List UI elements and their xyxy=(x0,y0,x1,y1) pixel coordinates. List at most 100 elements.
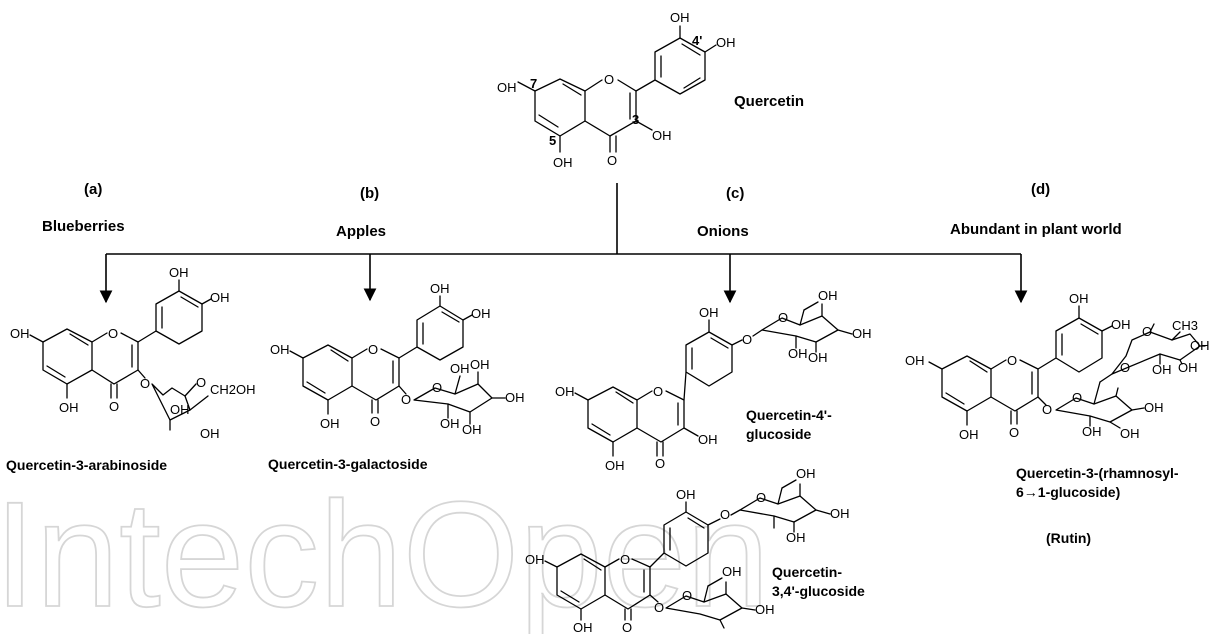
b-sugar-oh-1: OH xyxy=(440,416,460,431)
position-5: 5 xyxy=(549,133,556,148)
position-7: 7 xyxy=(530,76,537,91)
b-glycosidic-oxygen: O xyxy=(401,392,411,407)
c2-sugar1-oh-3: OH xyxy=(786,530,806,545)
branch-c-compound2-line1: Quercetin- xyxy=(772,564,842,580)
d-ch3: CH3 xyxy=(1172,318,1198,333)
c1-oh-7: OH xyxy=(555,384,575,399)
a-oh-3prime: OH xyxy=(169,265,189,280)
branch-d-alias: (Rutin) xyxy=(1046,530,1091,546)
branch-b-source: Apples xyxy=(336,223,386,240)
b-sugar-oh-4: OH xyxy=(470,357,490,372)
c1-oh-3: OH xyxy=(698,432,718,447)
branch-connectors xyxy=(99,183,1028,304)
b-ring-oxygen: O xyxy=(368,342,378,357)
d-ring-oxygen: O xyxy=(1007,353,1017,368)
d-glycosidic-oxygen: O xyxy=(1042,402,1052,417)
position-4prime: 4' xyxy=(692,33,702,48)
c1-glycosidic-oxygen: O xyxy=(742,332,752,347)
structure-b: O O OH OH OH OH O O OH OH OH OH OH xyxy=(270,281,525,437)
structure-a: O O OH OH OH OH O O CH2OH OH OH xyxy=(10,265,256,441)
branch-a-letter: (a) xyxy=(84,181,102,198)
c1-carbonyl-oxygen: O xyxy=(655,456,665,471)
watermark: IntechOpen xyxy=(0,470,770,634)
branch-c-source: Onions xyxy=(697,223,749,240)
d-rha-oh-3: OH xyxy=(1152,362,1172,377)
branch-d-compound-line1: Quercetin-3-(rhamnosyl- xyxy=(1016,465,1179,481)
c2-glycosidic-oxygen-3: O xyxy=(654,600,664,615)
b-sugar-oh-3: OH xyxy=(505,390,525,405)
b-oh-7: OH xyxy=(270,342,290,357)
c2-oh-5: OH xyxy=(573,620,593,634)
d-linker-oxygen: O xyxy=(1120,360,1130,375)
branch-c-compound2-line2: 3,4'-glucoside xyxy=(772,583,865,599)
a-glycosidic-oxygen: O xyxy=(140,376,150,391)
c1-ring-oxygen: O xyxy=(653,384,663,399)
d-glc-oh-2: OH xyxy=(1082,424,1102,439)
a-sugar-oxygen: O xyxy=(196,375,206,390)
a-oh-5: OH xyxy=(59,400,79,415)
d-rhamnose-oxygen: O xyxy=(1142,324,1152,339)
atom-oh-5: OH xyxy=(553,155,573,170)
d-glc-oh-3: OH xyxy=(1120,426,1140,441)
c2-glycosidic-oxygen-4prime: O xyxy=(720,507,730,522)
branch-c-compound-line1: Quercetin-4'- xyxy=(746,407,832,423)
d-oh-5: OH xyxy=(959,427,979,442)
parent-name: Quercetin xyxy=(734,93,804,110)
b-oh-3prime: OH xyxy=(430,281,450,296)
branch-c-compound-line2: glucoside xyxy=(746,426,812,442)
atom-ring-oxygen: O xyxy=(604,72,614,87)
structure-d: O O OH OH OH OH O O O O CH3 OH OH OH OH … xyxy=(905,291,1209,442)
d-rha-oh-2: OH xyxy=(1178,360,1198,375)
c1-oh-5: OH xyxy=(605,458,625,473)
c1-sugar-oh-6: OH xyxy=(818,288,838,303)
c2-sugar1-oxygen: O xyxy=(756,490,766,505)
branch-a-source: Blueberries xyxy=(42,218,125,235)
branch-c-letter: (c) xyxy=(726,185,744,202)
d-oh-7: OH xyxy=(905,353,925,368)
c2-ring-oxygen: O xyxy=(620,552,630,567)
structure-c2: O O OH OH OH O O O O OH OH OH OH OH xyxy=(525,466,850,634)
branch-d-compound-line2: 6→1-glucoside) xyxy=(1016,484,1120,500)
atom-oh-3prime: OH xyxy=(670,10,690,25)
a-oh-4prime: OH xyxy=(210,290,230,305)
a-ring-oxygen: O xyxy=(108,326,118,341)
d-glc-oh-4: OH xyxy=(1144,400,1164,415)
d-oh-3prime: OH xyxy=(1069,291,1089,306)
a-oh-7: OH xyxy=(10,326,30,341)
b-sugar-oxygen: O xyxy=(432,380,442,395)
c1-sugar-oh-3: OH xyxy=(808,350,828,365)
branch-b-letter: (b) xyxy=(360,185,379,202)
branch-b-compound: Quercetin-3-galactoside xyxy=(268,456,428,472)
b-sugar-oh-6: OH xyxy=(450,361,470,376)
atom-oh-7: OH xyxy=(497,80,517,95)
c1-sugar-oh-2: OH xyxy=(788,346,808,361)
c2-sugar2-oxygen: O xyxy=(682,588,692,603)
d-carbonyl-oxygen: O xyxy=(1009,425,1019,440)
atom-oh-4prime: OH xyxy=(716,35,736,50)
b-oh-4prime: OH xyxy=(471,306,491,321)
b-sugar-oh-2: OH xyxy=(462,422,482,437)
c2-sugar1-oh-6: OH xyxy=(796,466,816,481)
b-carbonyl-oxygen: O xyxy=(370,414,380,429)
c2-carbonyl-oxygen: O xyxy=(622,620,632,634)
atom-carbonyl-oxygen: O xyxy=(607,153,617,168)
c2-oh-7: OH xyxy=(525,552,545,567)
c2-sugar2-oh-6: OH xyxy=(722,564,742,579)
structure-c1: O O OH OH OH OH O O OH OH OH OH xyxy=(555,288,872,473)
a-ch2oh: CH2OH xyxy=(210,382,256,397)
atom-oh-3: OH xyxy=(652,128,672,143)
branch-d-source: Abundant in plant world xyxy=(950,221,1122,238)
c1-sugar-oh-4: OH xyxy=(852,326,872,341)
branch-d-letter: (d) xyxy=(1031,181,1050,198)
position-3: 3 xyxy=(632,112,639,127)
c2-sugar2-oh-4: OH xyxy=(755,602,775,617)
d-glucose-oxygen: O xyxy=(1072,390,1082,405)
b-oh-5: OH xyxy=(320,416,340,431)
branch-a-compound: Quercetin-3-arabinoside xyxy=(6,457,167,473)
c1-sugar-oxygen: O xyxy=(778,310,788,325)
c2-oh-3prime: OH xyxy=(676,487,696,502)
d-rha-oh-1: OH xyxy=(1190,338,1209,353)
a-sugar-oh-1: OH xyxy=(170,402,190,417)
parent-quercetin-structure: O O OH OH OH OH OH 7 5 3 4' xyxy=(497,10,736,170)
